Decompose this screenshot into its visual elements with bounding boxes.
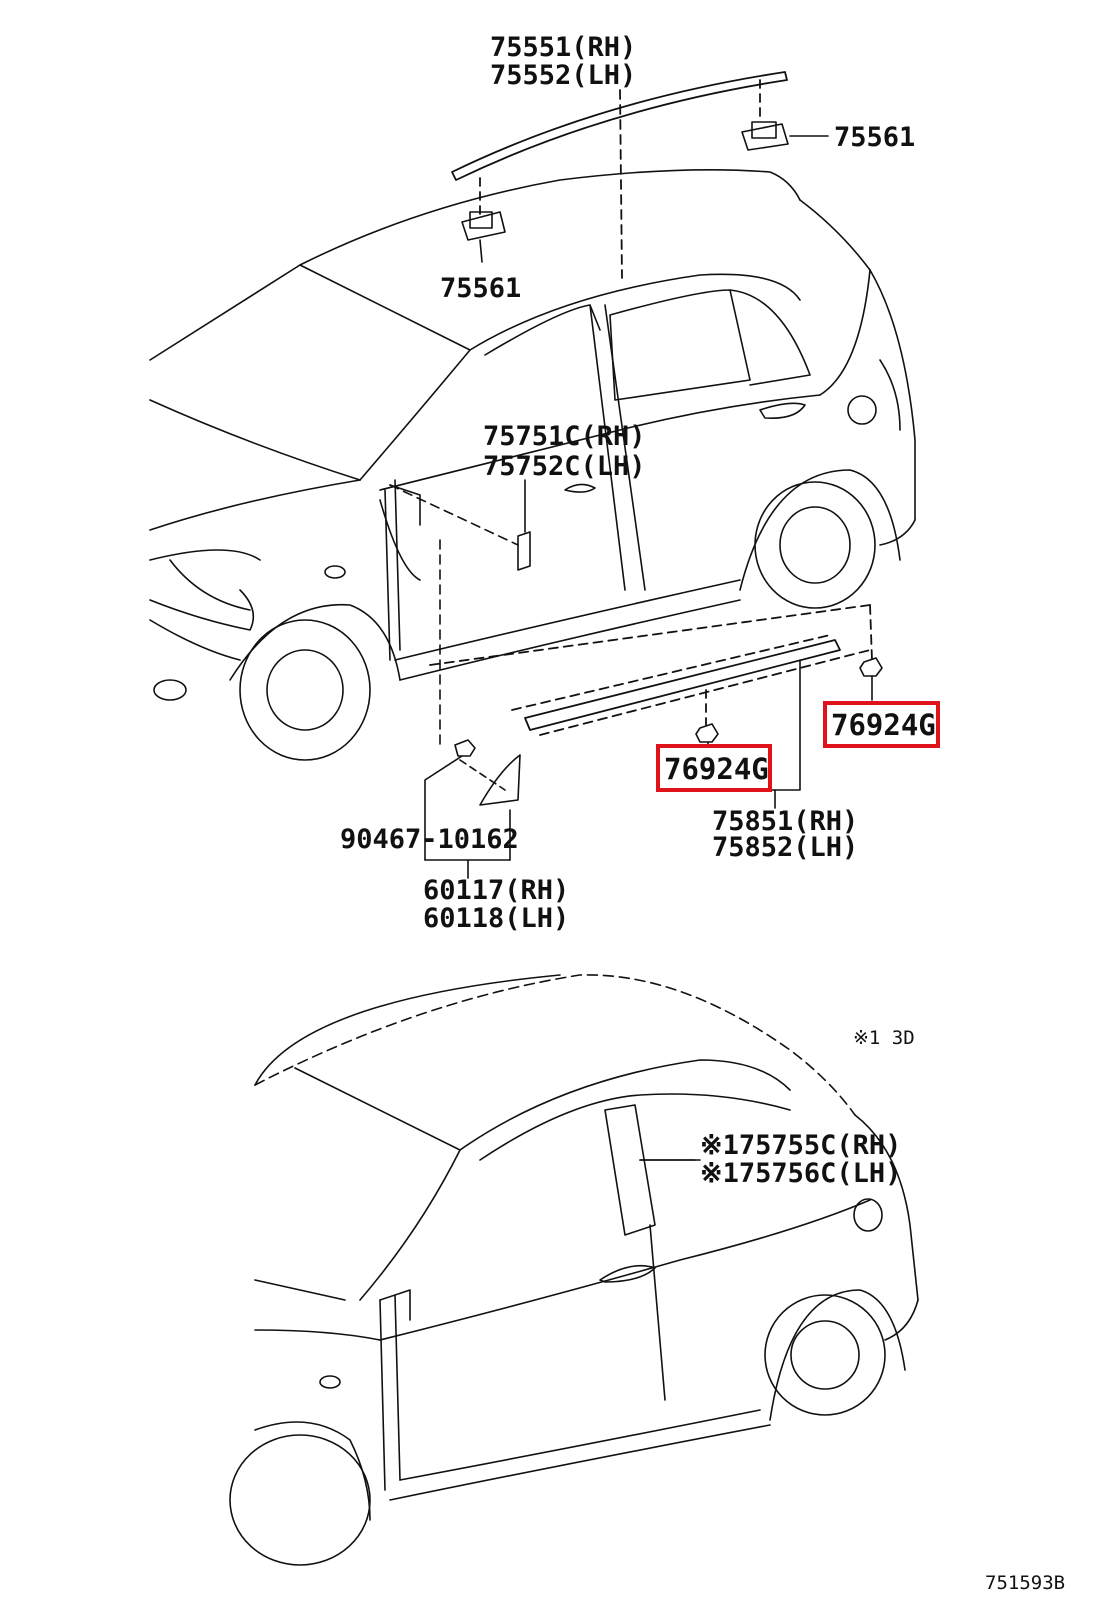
top-car-body <box>149 168 916 761</box>
drawing-id-label: 751593B <box>985 1572 1066 1594</box>
roof-clip-front <box>461 211 506 263</box>
rocker-moulding-lh-label: 75852(LH) <box>712 832 859 863</box>
cover-lh-label: 60118(LH) <box>423 903 570 934</box>
door-emblem <box>389 479 531 746</box>
nut-front-label: 76924G <box>664 752 769 786</box>
nut-rear-label: 76924G <box>831 708 936 742</box>
door-emblem-rh-label: 75751C(RH) <box>483 421 646 452</box>
note-3d-label: ※1 3D <box>853 1027 915 1049</box>
pillar-garnish-lh-label: ※175756C(LH) <box>700 1158 902 1189</box>
nut-front <box>695 723 719 747</box>
roof-moulding-lh-label: 75552(LH) <box>490 60 637 91</box>
roof-moulding-rh-label: 75551(RH) <box>490 32 637 63</box>
cover-rh-label: 60117(RH) <box>423 875 570 906</box>
screw-label: 90467-10162 <box>340 824 519 855</box>
roof-clip-rear <box>741 121 829 151</box>
roof-clip-rear-label: 75561 <box>834 122 916 153</box>
roof-clip-front-label: 75561 <box>440 273 522 304</box>
roof-moulding <box>451 71 788 279</box>
rocker-moulding <box>429 604 873 736</box>
nut-rear <box>859 657 883 701</box>
bottom-car-body <box>229 974 919 1566</box>
rocker-moulding-rh-label: 75851(RH) <box>712 806 859 837</box>
door-emblem-lh-label: 75752C(LH) <box>483 451 646 482</box>
highlight-box-front <box>656 744 772 792</box>
front-cover-parts <box>424 739 521 879</box>
highlight-box-rear <box>823 701 940 748</box>
pillar-garnish-rh-label: ※175755C(RH) <box>700 1130 902 1161</box>
